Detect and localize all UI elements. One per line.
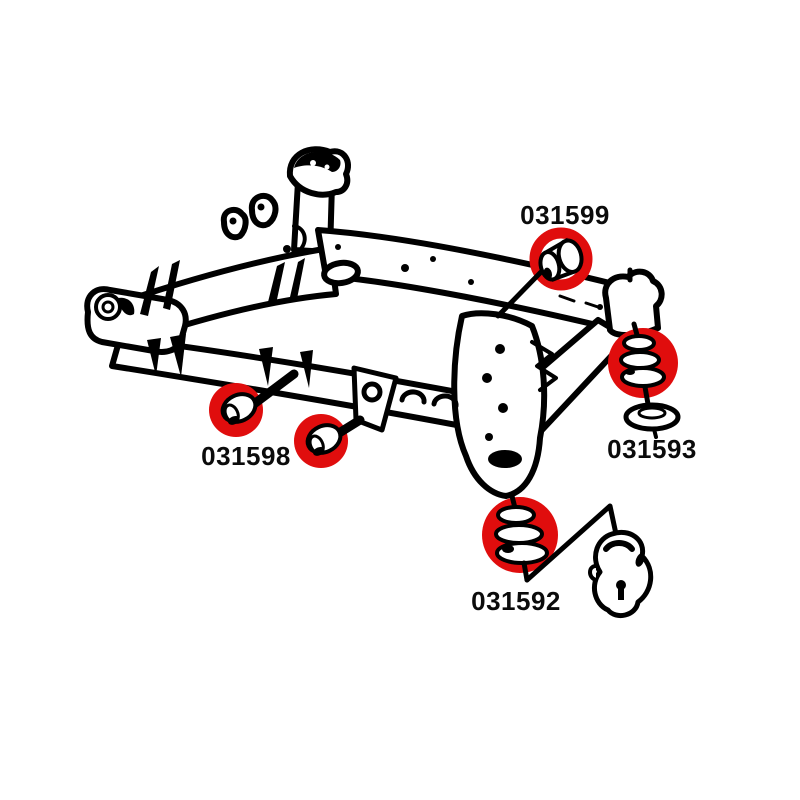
bushing-031599 <box>495 237 584 319</box>
bushing-031593 <box>619 321 681 439</box>
bushing-031592 <box>494 493 549 583</box>
drawing-contours <box>94 224 633 409</box>
bushing-031598-1 <box>220 392 258 425</box>
drawing-details <box>118 151 603 468</box>
part-number-label-031592: 031592 <box>471 586 561 616</box>
part-number-label-031593: 031593 <box>607 434 697 464</box>
part-number-label-031599: 031599 <box>520 200 610 230</box>
arm-bracket-left <box>351 365 399 433</box>
bushing-031598-2 <box>305 423 343 456</box>
part-number-label-031598: 031598 <box>201 441 291 471</box>
pointer-line <box>524 503 619 583</box>
diff-mount-bracket <box>588 530 654 619</box>
